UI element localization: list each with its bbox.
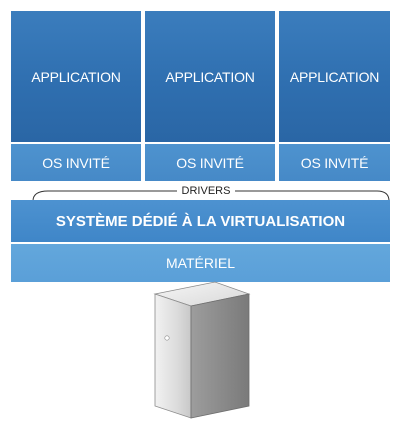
guest-os-block-3: OS INVITÉ: [279, 144, 390, 181]
drivers-label: DRIVERS: [177, 184, 235, 198]
application-block-2: APPLICATION: [145, 11, 275, 142]
application-block-1: APPLICATION: [11, 11, 141, 142]
server-tower-icon: [153, 281, 251, 419]
guest-os-block-1: OS INVITÉ: [11, 144, 141, 181]
guest-os-block-2: OS INVITÉ: [145, 144, 275, 181]
hypervisor-layer: SYSTÈME DÉDIÉ À LA VIRTUALISATION: [11, 200, 390, 242]
application-block-3: APPLICATION: [279, 11, 390, 142]
hardware-layer: MATÉRIEL: [11, 244, 390, 282]
